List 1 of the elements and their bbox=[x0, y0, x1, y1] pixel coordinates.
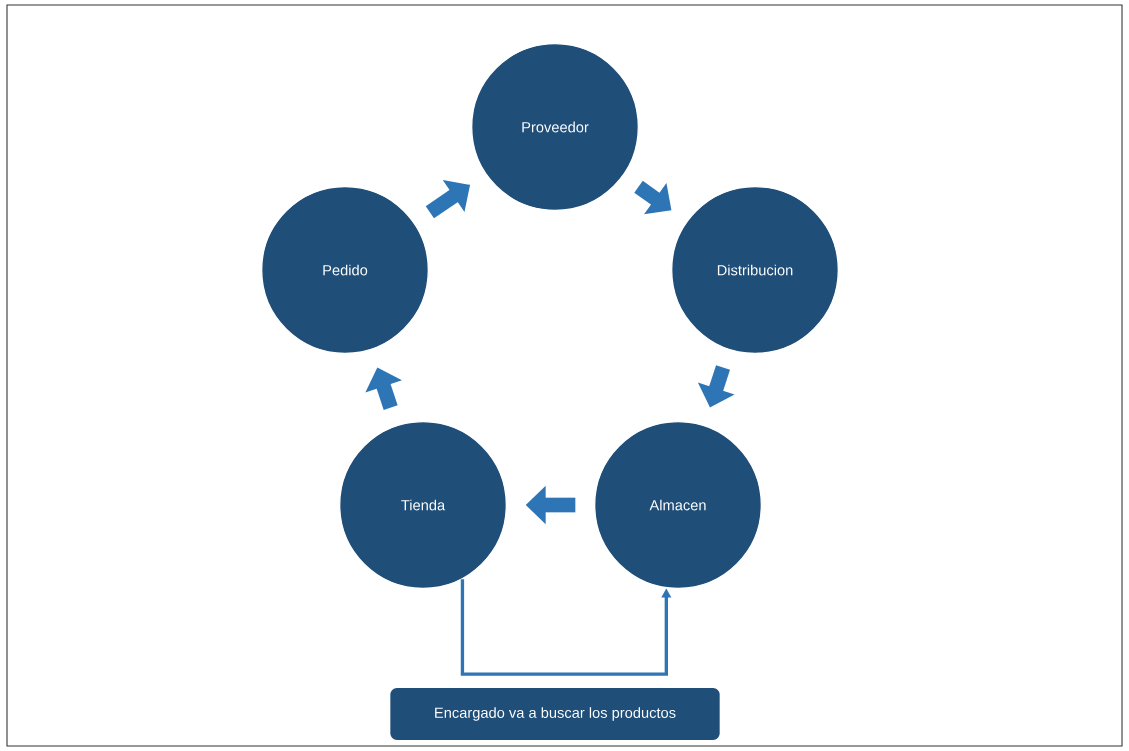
note-box: Encargado va a buscar los productos bbox=[390, 688, 720, 740]
